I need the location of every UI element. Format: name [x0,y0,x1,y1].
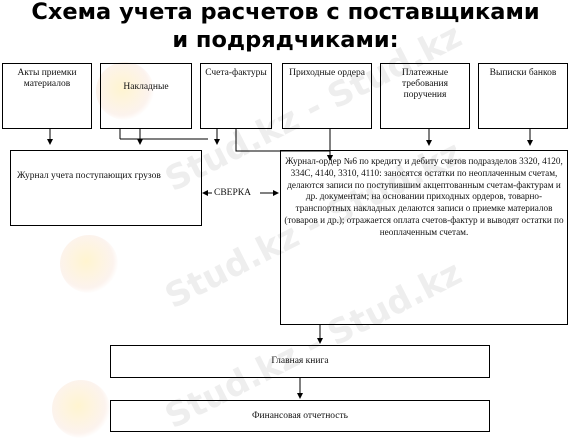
source-receipt-orders-box: Приходные ордера [282,63,372,129]
source-acts-box: Акты приемки материалов [2,63,92,129]
financial-reporting-box: Финансовая отчетность [110,400,490,432]
page-title-line-2: и подрядчиками: [172,27,399,53]
journal-order-box: Журнал-ордер №6 по кредиту и дебиту счет… [280,150,568,325]
goods-journal-box: Журнал учета поступающих грузов [10,150,202,226]
page-title-line-1: Схема учета расчетов с поставщиками [31,0,540,25]
source-bank-statements-box: Выписки банков [478,63,568,129]
source-payment-orders-box: Платежные требования поручения [380,63,470,129]
source-waybills-box: Накладные [100,63,192,129]
general-ledger-box: Главная книга [110,345,490,378]
source-invoices-box: Счета-фактуры [200,63,272,129]
sverka-label: СВЕРКА [212,188,253,198]
